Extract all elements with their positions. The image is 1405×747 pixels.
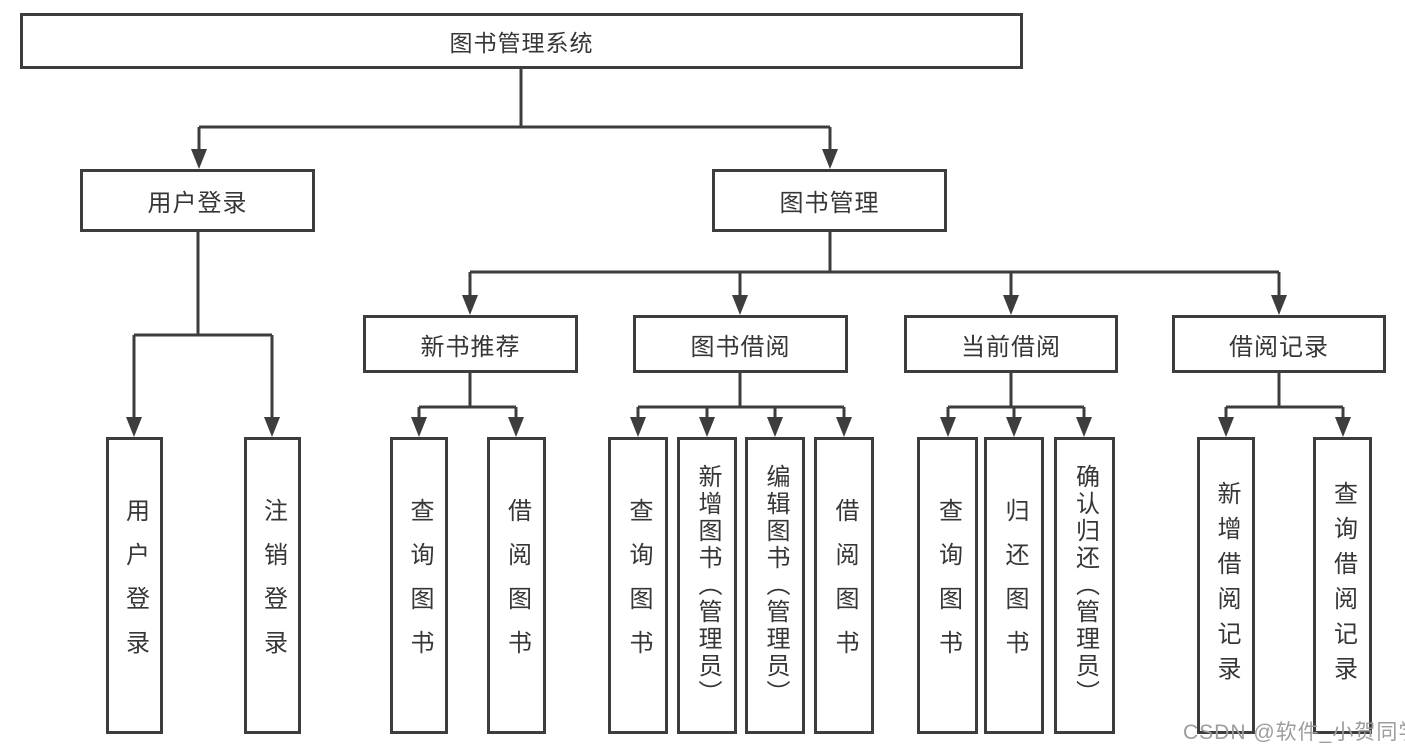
node-root: 图书管理系统 bbox=[20, 13, 1023, 69]
node-current-borrow: 当前借阅 bbox=[904, 315, 1118, 373]
leaf-borrow-books: 借阅图书 bbox=[814, 437, 874, 734]
leaf-query-books-recommend-label: 查询图书 bbox=[406, 497, 433, 674]
csdn-watermark: CSDN @软件_小贺同学 bbox=[1183, 721, 1405, 744]
leaf-edit-books-admin: 编辑图书（管理员） bbox=[745, 437, 805, 734]
leaf-confirm-return-admin-label: 确认归还（管理员） bbox=[1071, 464, 1099, 707]
leaf-query-books-current-label: 查询图书 bbox=[934, 497, 962, 674]
leaf-query-books-current: 查询图书 bbox=[917, 437, 978, 734]
leaf-add-books-admin-label: 新增图书（管理员） bbox=[694, 464, 721, 707]
node-user-login: 用户登录 bbox=[80, 169, 315, 232]
node-borrow-records-label: 借阅记录 bbox=[1229, 333, 1329, 361]
connector-borrow-records bbox=[1224, 373, 1345, 424]
leaf-query-borrow-record: 查询借阅记录 bbox=[1313, 437, 1372, 734]
connector-current-borrow bbox=[946, 373, 1086, 424]
leaf-user-login-label: 用户登录 bbox=[121, 497, 149, 674]
node-book-management-label: 图书管理 bbox=[779, 190, 880, 217]
node-borrow-records: 借阅记录 bbox=[1172, 315, 1386, 373]
node-current-borrow-label: 当前借阅 bbox=[961, 333, 1061, 361]
leaf-borrow-books-recommend-label: 借阅图书 bbox=[503, 497, 531, 674]
node-book-borrow-label: 图书借阅 bbox=[690, 333, 791, 361]
node-book-management: 图书管理 bbox=[712, 169, 947, 232]
connector-user-login bbox=[132, 232, 274, 424]
leaf-add-borrow-record-label: 新增借阅记录 bbox=[1213, 480, 1240, 691]
leaf-query-books-borrow-label: 查询图书 bbox=[625, 497, 652, 674]
leaf-confirm-return-admin: 确认归还（管理员） bbox=[1054, 437, 1115, 734]
node-book-borrow: 图书借阅 bbox=[633, 315, 848, 373]
leaf-query-books-recommend: 查询图书 bbox=[390, 437, 448, 734]
leaf-add-borrow-record: 新增借阅记录 bbox=[1197, 437, 1255, 734]
leaf-logout-label: 注销登录 bbox=[259, 497, 287, 674]
leaf-borrow-books-recommend: 借阅图书 bbox=[487, 437, 546, 734]
connector-new-book-recommend bbox=[417, 373, 518, 424]
arrowheads bbox=[126, 149, 1351, 437]
leaf-return-books-label: 归还图书 bbox=[1001, 497, 1028, 674]
leaf-user-login: 用户登录 bbox=[106, 437, 163, 734]
node-root-label: 图书管理系统 bbox=[449, 30, 594, 56]
node-new-book-recommend-label: 新书推荐 bbox=[420, 333, 521, 361]
leaf-borrow-books-label: 借阅图书 bbox=[831, 497, 858, 674]
connector-book-management bbox=[468, 232, 1281, 302]
leaf-logout: 注销登录 bbox=[244, 437, 301, 734]
connector-book-borrow bbox=[636, 373, 846, 424]
node-new-book-recommend: 新书推荐 bbox=[363, 315, 578, 373]
node-user-login-label: 用户登录 bbox=[147, 190, 248, 217]
leaf-return-books: 归还图书 bbox=[984, 437, 1044, 734]
connector-root bbox=[197, 69, 832, 156]
leaf-edit-books-admin-label: 编辑图书（管理员） bbox=[762, 464, 789, 707]
leaf-add-books-admin: 新增图书（管理员） bbox=[677, 437, 737, 734]
leaf-query-borrow-record-label: 查询借阅记录 bbox=[1329, 480, 1357, 691]
leaf-query-books-borrow: 查询图书 bbox=[608, 437, 668, 734]
